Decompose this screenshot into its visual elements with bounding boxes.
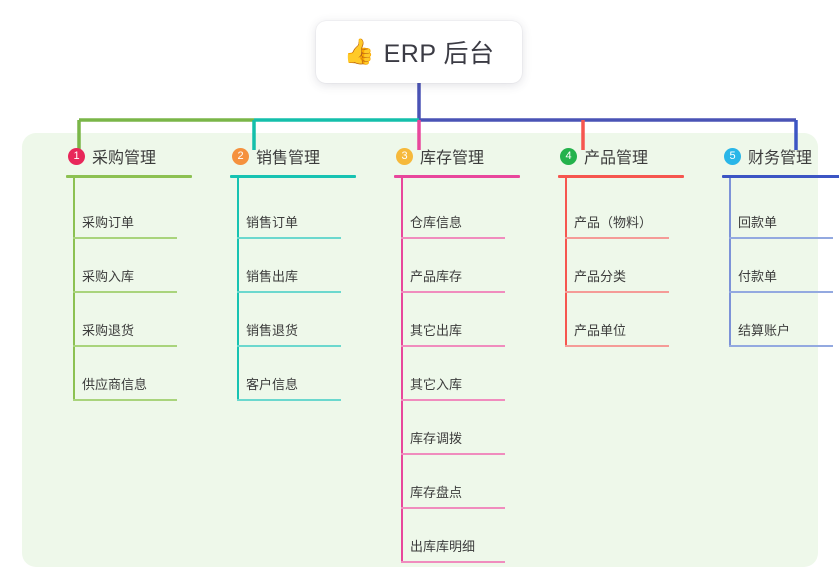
branch-header-rule — [230, 175, 356, 178]
leaf-rule — [73, 237, 177, 239]
leaf-rule — [565, 237, 669, 239]
leaf-label: 其它入库 — [410, 377, 463, 392]
leaf-label: 销售退货 — [246, 323, 299, 338]
branch-columns: 1 采购管理采购订单采购入库采购退货供应商信息 2 销售管理销售订单销售出库销售退货客… — [22, 133, 839, 567]
leaf-node[interactable]: 采购订单 — [73, 185, 177, 239]
leaf-node[interactable]: 回款单 — [729, 185, 833, 239]
leaf-node[interactable]: 其它入库 — [401, 347, 505, 401]
leaf-node[interactable]: 库存调拨 — [401, 401, 505, 455]
branch-spine — [73, 178, 75, 401]
leaf-label: 回款单 — [738, 215, 778, 230]
leaf-rule — [401, 453, 505, 455]
leaf-node[interactable]: 结算账户 — [729, 293, 833, 347]
branch-number-badge: 4 — [560, 147, 577, 165]
leaf-rule — [237, 345, 341, 347]
leaf-rule — [401, 237, 505, 239]
leaf-rule — [401, 507, 505, 509]
leaf-label: 仓库信息 — [410, 215, 463, 230]
leaf-label: 产品（物料） — [574, 215, 653, 230]
leaf-rule — [401, 561, 505, 563]
branch-number-badge: 5 — [724, 147, 741, 165]
leaf-label: 产品单位 — [574, 323, 627, 338]
leaf-label: 库存调拨 — [410, 431, 463, 446]
branch-title: 采购管理 — [92, 150, 157, 167]
branch-header-rule — [722, 175, 839, 178]
branch-column-purchase: 1 采购管理采购订单采购入库采购退货供应商信息 — [46, 133, 206, 401]
diagram-panel-background — [22, 133, 818, 567]
leaf-rule — [237, 237, 341, 239]
leaf-label: 采购入库 — [82, 269, 135, 284]
branch-title: 库存管理 — [420, 150, 485, 167]
branch-header-rule — [66, 175, 192, 178]
branch-header-sales[interactable]: 2 销售管理 — [210, 133, 370, 179]
leaf-node[interactable]: 销售退货 — [237, 293, 341, 347]
leaf-node[interactable]: 出库库明细 — [401, 509, 505, 563]
leaf-node[interactable]: 客户信息 — [237, 347, 341, 401]
branch-title: 财务管理 — [748, 150, 813, 167]
branch-header-finance[interactable]: 5 财务管理 — [702, 133, 839, 179]
root-node[interactable]: 👍 ERP 后台 — [316, 21, 522, 83]
leaf-node[interactable]: 销售出库 — [237, 239, 341, 293]
leaf-node[interactable]: 仓库信息 — [401, 185, 505, 239]
leaf-rule — [73, 291, 177, 293]
leaf-label: 采购订单 — [82, 215, 135, 230]
branch-column-sales: 2 销售管理销售订单销售出库销售退货客户信息 — [210, 133, 370, 401]
branch-spine — [729, 178, 731, 347]
leaf-node[interactable]: 采购入库 — [73, 239, 177, 293]
branch-spine — [565, 178, 567, 347]
branch-number-badge: 1 — [68, 147, 85, 165]
leaf-label: 其它出库 — [410, 323, 463, 338]
leaf-label: 产品分类 — [574, 269, 627, 284]
leaf-rule — [565, 345, 669, 347]
branch-spine — [401, 178, 403, 563]
thumbs-up-icon: 👍 — [343, 37, 375, 66]
branch-header-rule — [558, 175, 684, 178]
leaf-node[interactable]: 采购退货 — [73, 293, 177, 347]
leaf-node[interactable]: 供应商信息 — [73, 347, 177, 401]
leaf-node[interactable]: 销售订单 — [237, 185, 341, 239]
leaf-label: 客户信息 — [246, 377, 299, 392]
leaf-label: 采购退货 — [82, 323, 135, 338]
branch-header-product[interactable]: 4 产品管理 — [538, 133, 698, 179]
leaf-node[interactable]: 其它出库 — [401, 293, 505, 347]
leaf-rule — [237, 291, 341, 293]
leaf-label: 产品库存 — [410, 269, 463, 284]
leaf-label: 销售订单 — [246, 215, 299, 230]
branch-column-product: 4 产品管理产品（物料） 产品分类产品单位 — [538, 133, 698, 347]
leaf-rule — [401, 291, 505, 293]
leaf-label: 出库库明细 — [410, 539, 476, 554]
leaf-rule — [73, 399, 177, 401]
branch-header-inventory[interactable]: 3 库存管理 — [374, 133, 534, 179]
leaf-rule — [729, 345, 833, 347]
leaf-rule — [729, 291, 833, 293]
leaf-rule — [237, 399, 341, 401]
branch-title: 销售管理 — [256, 150, 321, 167]
branch-header-rule — [394, 175, 520, 178]
leaf-label: 供应商信息 — [82, 377, 148, 392]
leaf-rule — [729, 237, 833, 239]
leaf-label: 库存盘点 — [410, 485, 463, 500]
branch-spine — [237, 178, 239, 401]
root-title: ERP 后台 — [383, 40, 495, 68]
leaf-node[interactable]: 产品分类 — [565, 239, 669, 293]
branch-title: 产品管理 — [584, 150, 649, 167]
leaf-label: 结算账户 — [738, 323, 791, 338]
leaf-rule — [73, 345, 177, 347]
leaf-node[interactable]: 产品单位 — [565, 293, 669, 347]
leaf-label: 付款单 — [738, 269, 778, 284]
leaf-node[interactable]: 付款单 — [729, 239, 833, 293]
branch-column-finance: 5 财务管理回款单付款单结算账户 — [702, 133, 839, 347]
leaf-node[interactable]: 产品（物料） — [565, 185, 669, 239]
branch-header-purchase[interactable]: 1 采购管理 — [46, 133, 206, 179]
leaf-rule — [401, 345, 505, 347]
branch-number-badge: 2 — [232, 147, 249, 165]
leaf-rule — [565, 291, 669, 293]
leaf-rule — [401, 399, 505, 401]
leaf-label: 销售出库 — [246, 269, 299, 284]
branch-column-inventory: 3 库存管理仓库信息产品库存其它出库其它入库库存调拨库存盘点出库库明细 — [374, 133, 534, 563]
leaf-node[interactable]: 库存盘点 — [401, 455, 505, 509]
branch-number-badge: 3 — [396, 147, 413, 165]
leaf-node[interactable]: 产品库存 — [401, 239, 505, 293]
